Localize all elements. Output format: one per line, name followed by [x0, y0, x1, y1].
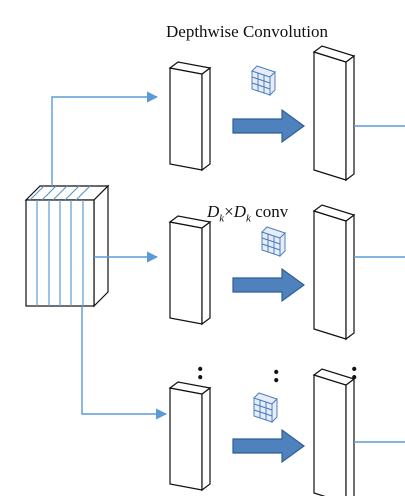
- kernel-cube: [251, 65, 276, 97]
- process-arrow: [232, 428, 306, 464]
- input-channel-lines: [29, 185, 91, 306]
- row-1: [168, 45, 405, 182]
- input-feature-map: [168, 61, 212, 172]
- kernel-size-label: Dk×Dk conv: [207, 202, 288, 224]
- connector-top: [51, 91, 159, 186]
- kernel-d2: D: [233, 202, 247, 221]
- ellipsis-group: : : :: [196, 356, 359, 388]
- kernel-cube: [261, 226, 286, 258]
- input-connectors: [51, 91, 168, 420]
- input-tensor: [24, 184, 110, 308]
- kernel-cube: [253, 392, 278, 424]
- output-feature-map: [312, 368, 356, 496]
- output-feature-map: [312, 204, 356, 341]
- rows-group: [168, 45, 405, 496]
- kernel-times: ×: [224, 202, 234, 221]
- output-feature-map: [312, 45, 356, 182]
- diagram-title: Depthwise Convolution: [166, 22, 328, 41]
- process-arrow: [232, 108, 306, 144]
- kernel-k1: k: [219, 212, 225, 225]
- ellipsis-middle: :: [272, 359, 281, 388]
- kernel-k2: k: [246, 212, 251, 225]
- input-feature-map: [168, 215, 212, 326]
- process-arrow: [232, 267, 306, 303]
- input-feature-map: [168, 381, 212, 492]
- row-3: [168, 368, 405, 496]
- kernel-suffix: conv: [255, 202, 289, 221]
- ellipsis-right: :: [350, 356, 359, 385]
- kernel-d1: D: [207, 202, 220, 221]
- row-2: [168, 204, 405, 341]
- ellipsis-left: :: [196, 356, 205, 385]
- connector-bottom: [81, 306, 168, 420]
